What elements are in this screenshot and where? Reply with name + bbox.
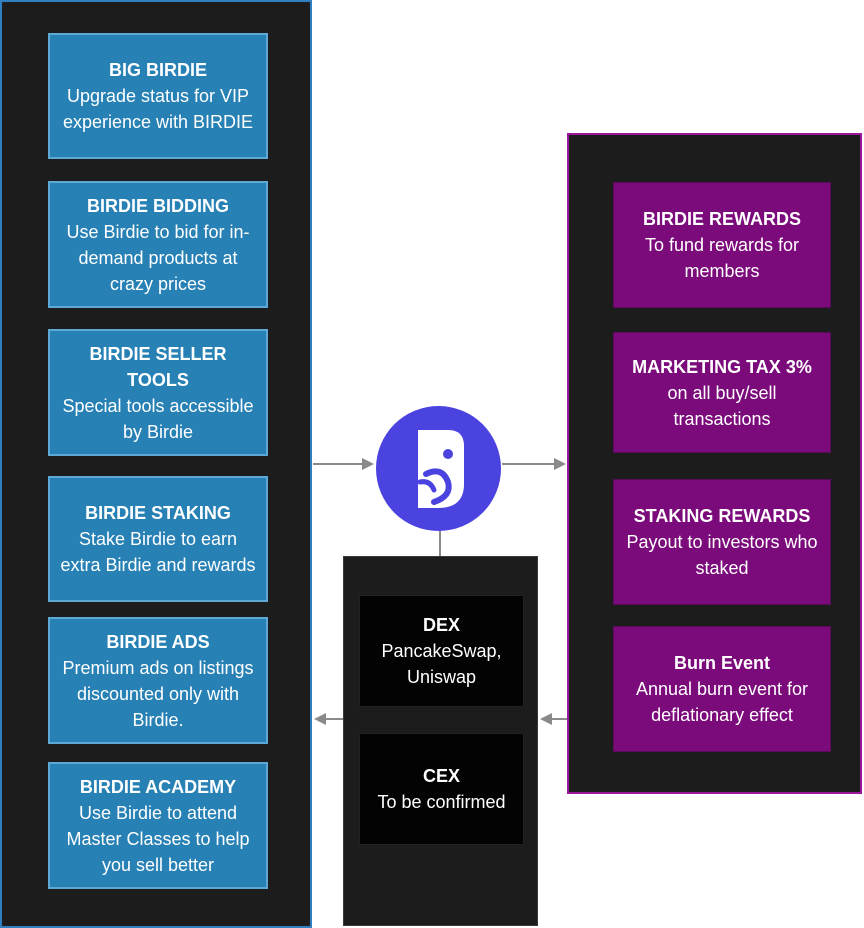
arrowhead-right [362,458,374,470]
connector-logo-to-right [502,463,554,465]
use-case-title: BIRDIE SELLER TOOLS [89,343,227,390]
exchange-card: DEX PancakeSwap, Uniswap [359,595,524,707]
arrowhead-right [554,458,566,470]
allocation-title: Burn Event [673,653,770,673]
use-case-desc: Stake Birdie to earn extra Birdie and re… [60,529,256,575]
allocation-desc: To fund rewards for members [644,235,800,281]
birdie-logo-icon [417,430,464,508]
use-case-desc: Use Birdie to bid for in-demand products… [66,221,250,294]
use-case-card: BIRDIE ADS Premium ads on listings disco… [48,617,268,744]
exchange-desc: To be confirmed [377,792,506,812]
exchanges-panel: DEX PancakeSwap, Uniswap CEX To be confi… [343,556,538,926]
use-case-card: BIRDIE ACADEMY Use Birdie to attend Mast… [48,762,268,889]
allocation-card: BIRDIE REWARDS To fund rewards for membe… [613,182,831,308]
allocation-title: STAKING REWARDS [633,506,811,526]
allocation-title: BIRDIE REWARDS [642,209,801,229]
use-case-card: BIRDIE STAKING Stake Birdie to earn extr… [48,476,268,602]
exchange-title: DEX [422,615,460,635]
connector-right-to-exchanges [552,718,567,720]
allocation-card: STAKING REWARDS Payout to investors who … [613,479,831,605]
connector-logo-to-exchanges [439,531,441,556]
birdie-logo [376,406,501,531]
use-case-desc: Use Birdie to attend Master Classes to h… [66,802,250,875]
allocation-desc: Payout to investors who staked [626,532,818,578]
use-case-card: BIRDIE BIDDING Use Birdie to bid for in-… [48,181,268,308]
exchange-desc: PancakeSwap, Uniswap [381,641,502,687]
use-case-card: BIRDIE SELLER TOOLS Special tools access… [48,329,268,456]
use-cases-panel: BIG BIRDIE Upgrade status for VIP experi… [0,0,312,928]
arrowhead-left [314,713,326,725]
allocation-card: MARKETING TAX 3% on all buy/sell transac… [613,332,831,453]
allocation-card: Burn Event Annual burn event for deflati… [613,626,831,752]
use-case-title: BIRDIE ADS [106,631,210,652]
use-case-desc: Premium ads on listings discounted only … [62,657,254,730]
use-case-title: BIRDIE BIDDING [86,195,229,216]
allocation-desc: on all buy/sell transactions [667,382,777,429]
use-case-title: BIG BIRDIE [108,60,207,80]
allocation-desc: Annual burn event for deflationary effec… [635,679,809,725]
use-case-desc: Special tools accessible by Birdie [62,395,254,442]
use-case-desc: Upgrade status for VIP experience with B… [62,86,254,132]
arrowhead-left [540,713,552,725]
use-case-title: BIRDIE STAKING [85,503,231,523]
exchange-card: CEX To be confirmed [359,733,524,845]
allocations-panel: BIRDIE REWARDS To fund rewards for membe… [567,133,862,794]
use-case-title: BIRDIE ACADEMY [79,776,237,797]
allocation-title: MARKETING TAX 3% [632,356,812,377]
connector-left-to-logo [313,463,363,465]
connector-exchanges-to-left [326,718,343,720]
use-case-card: BIG BIRDIE Upgrade status for VIP experi… [48,33,268,159]
exchange-title: CEX [422,766,460,786]
